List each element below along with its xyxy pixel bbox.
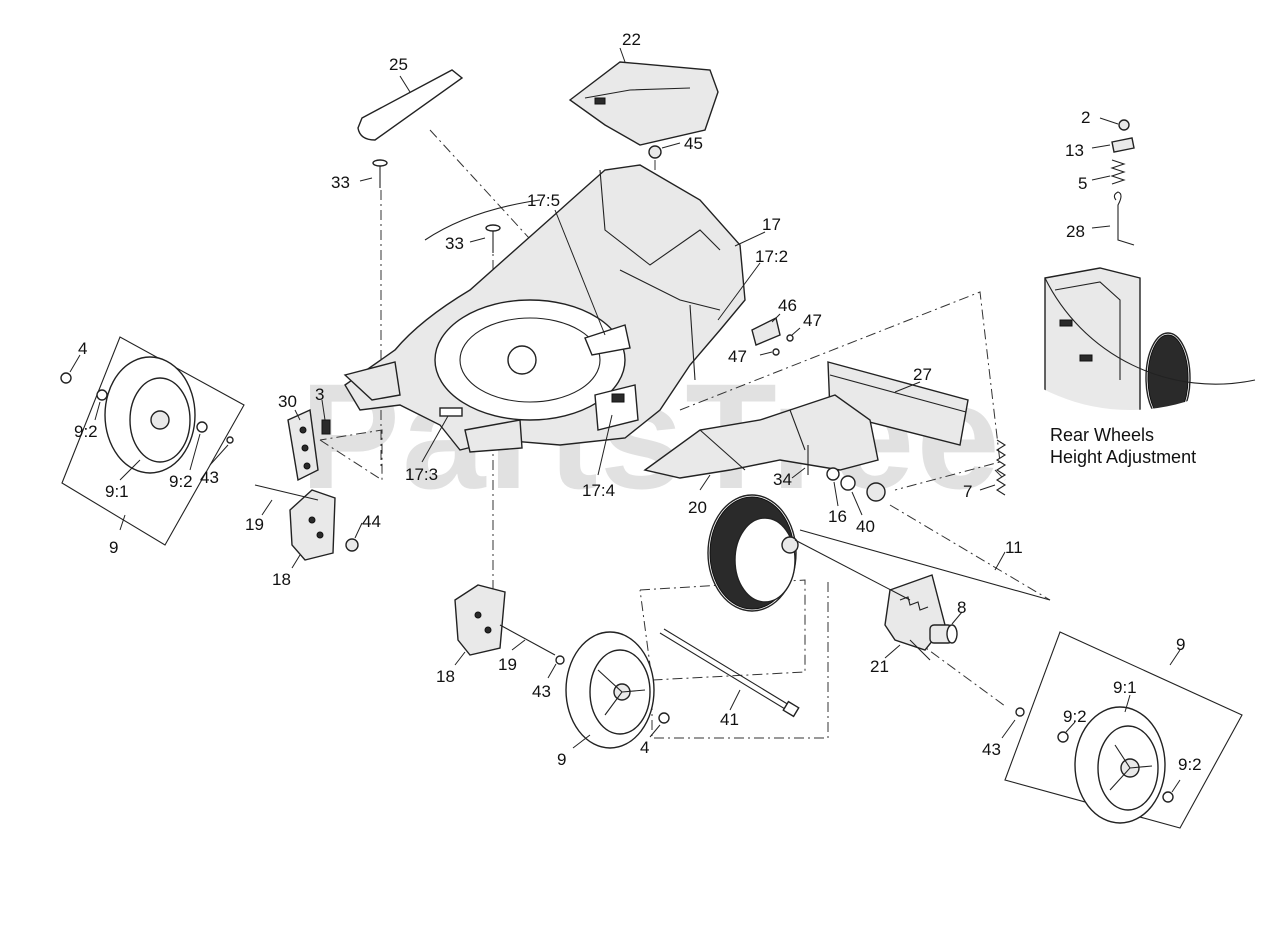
height-adjust-detail-view — [1044, 267, 1256, 410]
callout-2: 2 — [1081, 108, 1090, 127]
callout-labels: 2 13 5 28 22 25 45 33 33 17:5 17 17:2 46… — [74, 30, 1202, 774]
callout-25: 25 — [389, 55, 408, 74]
wheel-front-bottom — [547, 631, 670, 749]
part-41-axle — [659, 628, 800, 718]
callout-9c: 9 — [1176, 635, 1185, 654]
callout-11: 11 — [1005, 538, 1023, 557]
wheel-center-rear — [707, 494, 911, 612]
part-27-rear-flap — [827, 361, 969, 446]
callout-40: 40 — [856, 517, 875, 536]
callout-17-5: 17:5 — [527, 191, 560, 210]
caption-line2: Height Adjustment — [1050, 447, 1196, 467]
part-33-bolts — [359, 159, 501, 253]
callout-27: 27 — [913, 365, 932, 384]
callout-34: 34 — [773, 470, 792, 489]
wheel-left-assembly — [60, 336, 245, 546]
callout-9b: 9 — [557, 750, 566, 769]
part-30-3-18-19-44-left-bracket — [254, 399, 363, 569]
wheel-right-assembly — [1001, 631, 1243, 829]
callout-30: 30 — [278, 392, 297, 411]
part-45-nut — [648, 142, 681, 159]
inset-caption: Rear Wheels Height Adjustment — [1050, 425, 1196, 467]
part-8-bushing — [929, 611, 963, 644]
callout-17-2: 17:2 — [755, 247, 788, 266]
callout-28: 28 — [1066, 222, 1085, 241]
callout-33a: 33 — [331, 173, 350, 192]
callout-22: 22 — [622, 30, 641, 49]
callout-43a: 43 — [200, 468, 219, 487]
callout-9a: 9 — [109, 538, 118, 557]
callout-13: 13 — [1065, 141, 1084, 160]
part-46-47-hardware — [751, 313, 801, 356]
part-34-16-40-hardware — [791, 445, 886, 516]
part-20-deflector — [643, 394, 879, 491]
callout-43b: 43 — [532, 682, 551, 701]
callout-4b: 4 — [640, 738, 649, 757]
callout-47a: 47 — [803, 311, 822, 330]
callout-33b: 33 — [445, 234, 464, 253]
part-22-rear-cover — [568, 47, 719, 146]
part-11-rod — [799, 529, 1051, 601]
callout-20: 20 — [688, 498, 707, 517]
callout-9-1c: 9:1 — [1113, 678, 1137, 697]
callout-9-2d: 9:2 — [1178, 755, 1202, 774]
part-25-grip-cover — [357, 69, 464, 141]
part-21-adjuster-plate — [884, 574, 946, 661]
callout-4a: 4 — [78, 339, 87, 358]
callout-7: 7 — [963, 482, 972, 501]
callout-19a: 19 — [245, 515, 264, 534]
part-7-spring — [979, 439, 1007, 496]
callout-47b: 47 — [728, 347, 747, 366]
callout-9-2c: 9:2 — [1063, 707, 1087, 726]
part-18-19-bracket-bottom — [454, 584, 556, 666]
callout-8: 8 — [957, 598, 966, 617]
callout-9-2a: 9:2 — [74, 422, 98, 441]
callout-17-4: 17:4 — [582, 481, 615, 500]
callout-21: 21 — [870, 657, 889, 676]
callout-45: 45 — [684, 134, 703, 153]
callout-18a: 18 — [272, 570, 291, 589]
height-adjust-inset — [1091, 117, 1135, 246]
callout-16: 16 — [828, 507, 847, 526]
callout-9-2b: 9:2 — [169, 472, 193, 491]
callout-3: 3 — [315, 385, 324, 404]
callout-41: 41 — [720, 710, 739, 729]
caption-line1: Rear Wheels — [1050, 425, 1154, 445]
callout-9-1a: 9:1 — [105, 482, 129, 501]
callout-43c: 43 — [982, 740, 1001, 759]
callout-19b: 19 — [498, 655, 517, 674]
callout-17: 17 — [762, 215, 781, 234]
callout-5: 5 — [1078, 174, 1087, 193]
callout-46: 46 — [778, 296, 797, 315]
callout-17-3: 17:3 — [405, 465, 438, 484]
callout-18b: 18 — [436, 667, 455, 686]
callout-44: 44 — [362, 512, 381, 531]
part-17-mower-deck — [343, 164, 766, 476]
